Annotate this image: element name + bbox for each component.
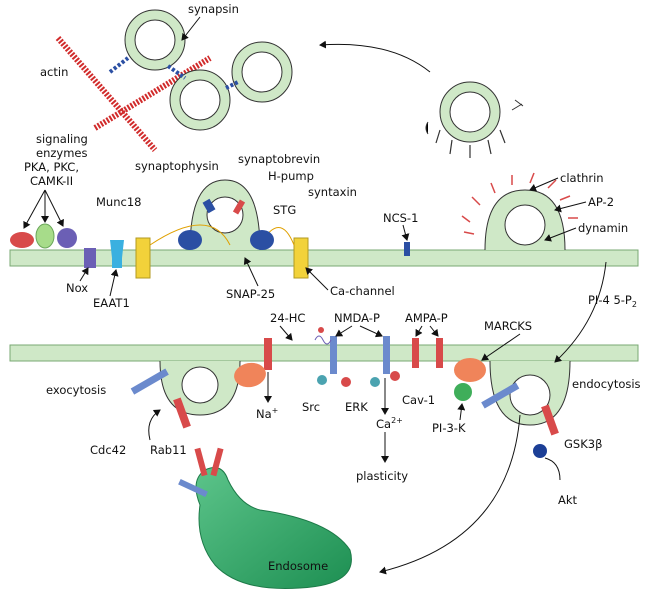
erk-label: ERK <box>345 400 368 414</box>
actin-filaments <box>55 36 212 152</box>
nox-label: Nox <box>66 281 88 295</box>
cav1-label: Cav-1 <box>402 393 435 407</box>
24hc-label: 24-HC <box>270 311 305 325</box>
ap2-label: AP-2 <box>588 195 614 209</box>
ca-label: Ca2+ <box>376 416 403 431</box>
munc18-label: Munc18 <box>96 195 141 209</box>
synapsin-links <box>108 56 239 90</box>
clathrin-label: clathrin <box>560 171 604 185</box>
synaptobrevin-label: synaptobrevin <box>238 152 320 166</box>
snare-complex <box>178 198 274 250</box>
signaling-label-1: signaling <box>36 132 88 146</box>
exocytosis-vesicle-proteins <box>130 368 559 436</box>
exocytosis-label: exocytosis <box>46 383 106 397</box>
synapsin-vesicle-2 <box>169 69 231 131</box>
h-pump-label: H-pump <box>268 169 314 183</box>
munc18-channel <box>135 224 309 279</box>
synapsin-vesicle-3 <box>231 41 293 103</box>
akt-label: Akt <box>558 493 578 507</box>
signaling-enzymes <box>10 223 77 249</box>
pi45p2-label: PI-4 5-P2 <box>588 293 637 309</box>
nox-protein <box>84 248 96 268</box>
endocytosis-label: endocytosis <box>572 377 641 391</box>
stg-label: STG <box>273 203 296 217</box>
ampar-label: AMPA-P <box>405 311 448 325</box>
pi3k-label: PI-3-K <box>432 421 466 435</box>
eaat1-protein <box>110 240 124 268</box>
plasticity-label: plasticity <box>356 469 408 483</box>
cdc42-label: Cdc42 <box>90 443 126 457</box>
rab11-label: Rab11 <box>150 443 187 457</box>
ca-channel-label: Ca-channel <box>330 284 395 298</box>
actin-label: actin <box>40 65 68 79</box>
syntaxin-label: syntaxin <box>308 185 357 199</box>
ncs1-protein <box>404 242 410 256</box>
endosome-label: Endosome <box>268 559 328 573</box>
nmdar-label: NMDA-P <box>334 311 380 325</box>
signaling-label-2: enzymes <box>36 146 87 160</box>
signaling-label-3: PKA, PKC, <box>24 160 79 174</box>
synapsin-label: synapsin <box>188 2 239 16</box>
ncs1-label: NCS-1 <box>383 211 418 225</box>
synaptophysin-label: synaptophysin <box>135 159 219 173</box>
snap25-label: SNAP-25 <box>226 287 275 301</box>
clathrin-uncoated-vesicle <box>425 81 524 158</box>
postsynaptic-receptors <box>234 327 547 458</box>
synapsin-vesicle-1 <box>124 9 186 71</box>
marcks-label: MARCKS <box>484 319 532 333</box>
signaling-label-4: CAMK-II <box>30 174 73 188</box>
dynamin-label: dynamin <box>578 221 628 235</box>
endosome <box>178 447 352 589</box>
na-label: Na+ <box>256 406 278 421</box>
eaat1-label: EAAT1 <box>93 296 130 310</box>
gsk3b-label: GSK3β <box>564 437 602 451</box>
clathrin-coat <box>461 172 578 235</box>
src-label: Src <box>302 400 320 414</box>
